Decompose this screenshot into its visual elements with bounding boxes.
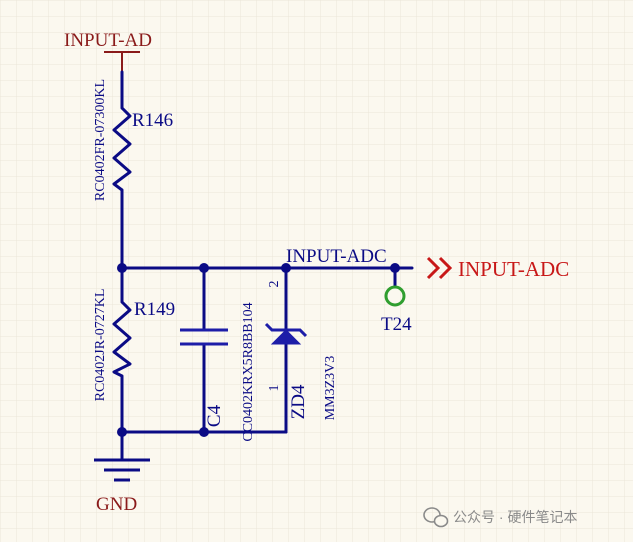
junction-dot (390, 263, 400, 273)
junction-dot (281, 263, 291, 273)
zd4-pin-2: 2 (267, 281, 282, 288)
watermark-text: 公众号 · 硬件笔记本 (453, 509, 577, 525)
input-ad-power-port[interactable]: INPUT-AD (64, 30, 152, 72)
junction-dot (199, 427, 209, 437)
resistor-r149[interactable]: R149 RC0402JR-0727KL (93, 289, 175, 402)
watermark: 公众号 · 硬件笔记本 (423, 507, 577, 528)
r149-part: RC0402JR-0727KL (93, 289, 108, 402)
r149-designator: R149 (134, 299, 175, 320)
input-ad-label: INPUT-AD (64, 30, 152, 51)
gnd-label: GND (96, 494, 137, 515)
c4-designator: C4 (204, 404, 225, 427)
testpoint-t24[interactable]: T24 (381, 285, 412, 335)
zd4-pin-1: 1 (267, 385, 282, 392)
t24-designator: T24 (381, 314, 412, 335)
r146-designator: R146 (132, 110, 173, 131)
c4-part: CC0402KRX5R8BB104 (241, 302, 256, 441)
junctions (117, 263, 400, 437)
zd4-part: MM3Z3V3 (323, 356, 338, 421)
junction-dot (199, 263, 209, 273)
input-adc-port-label: INPUT-ADC (458, 257, 569, 281)
junction-dot (117, 427, 127, 437)
capacitor-c4[interactable]: C4 CC0402KRX5R8BB104 (180, 302, 256, 442)
gnd-power-port[interactable]: GND (94, 458, 150, 515)
junction-dot (117, 263, 127, 273)
input-adc-net-label: INPUT-ADC (286, 246, 387, 267)
wechat-icon (423, 507, 449, 528)
zd4-designator: ZD4 (288, 384, 309, 419)
resistor-r146[interactable]: R146 RC0402FR-07300KL (93, 79, 173, 201)
zener-diode-zd4[interactable]: 2 1 ZD4 MM3Z3V3 (264, 281, 338, 421)
r146-part: RC0402FR-07300KL (93, 79, 108, 201)
input-adc-port[interactable]: INPUT-ADC (426, 256, 569, 281)
